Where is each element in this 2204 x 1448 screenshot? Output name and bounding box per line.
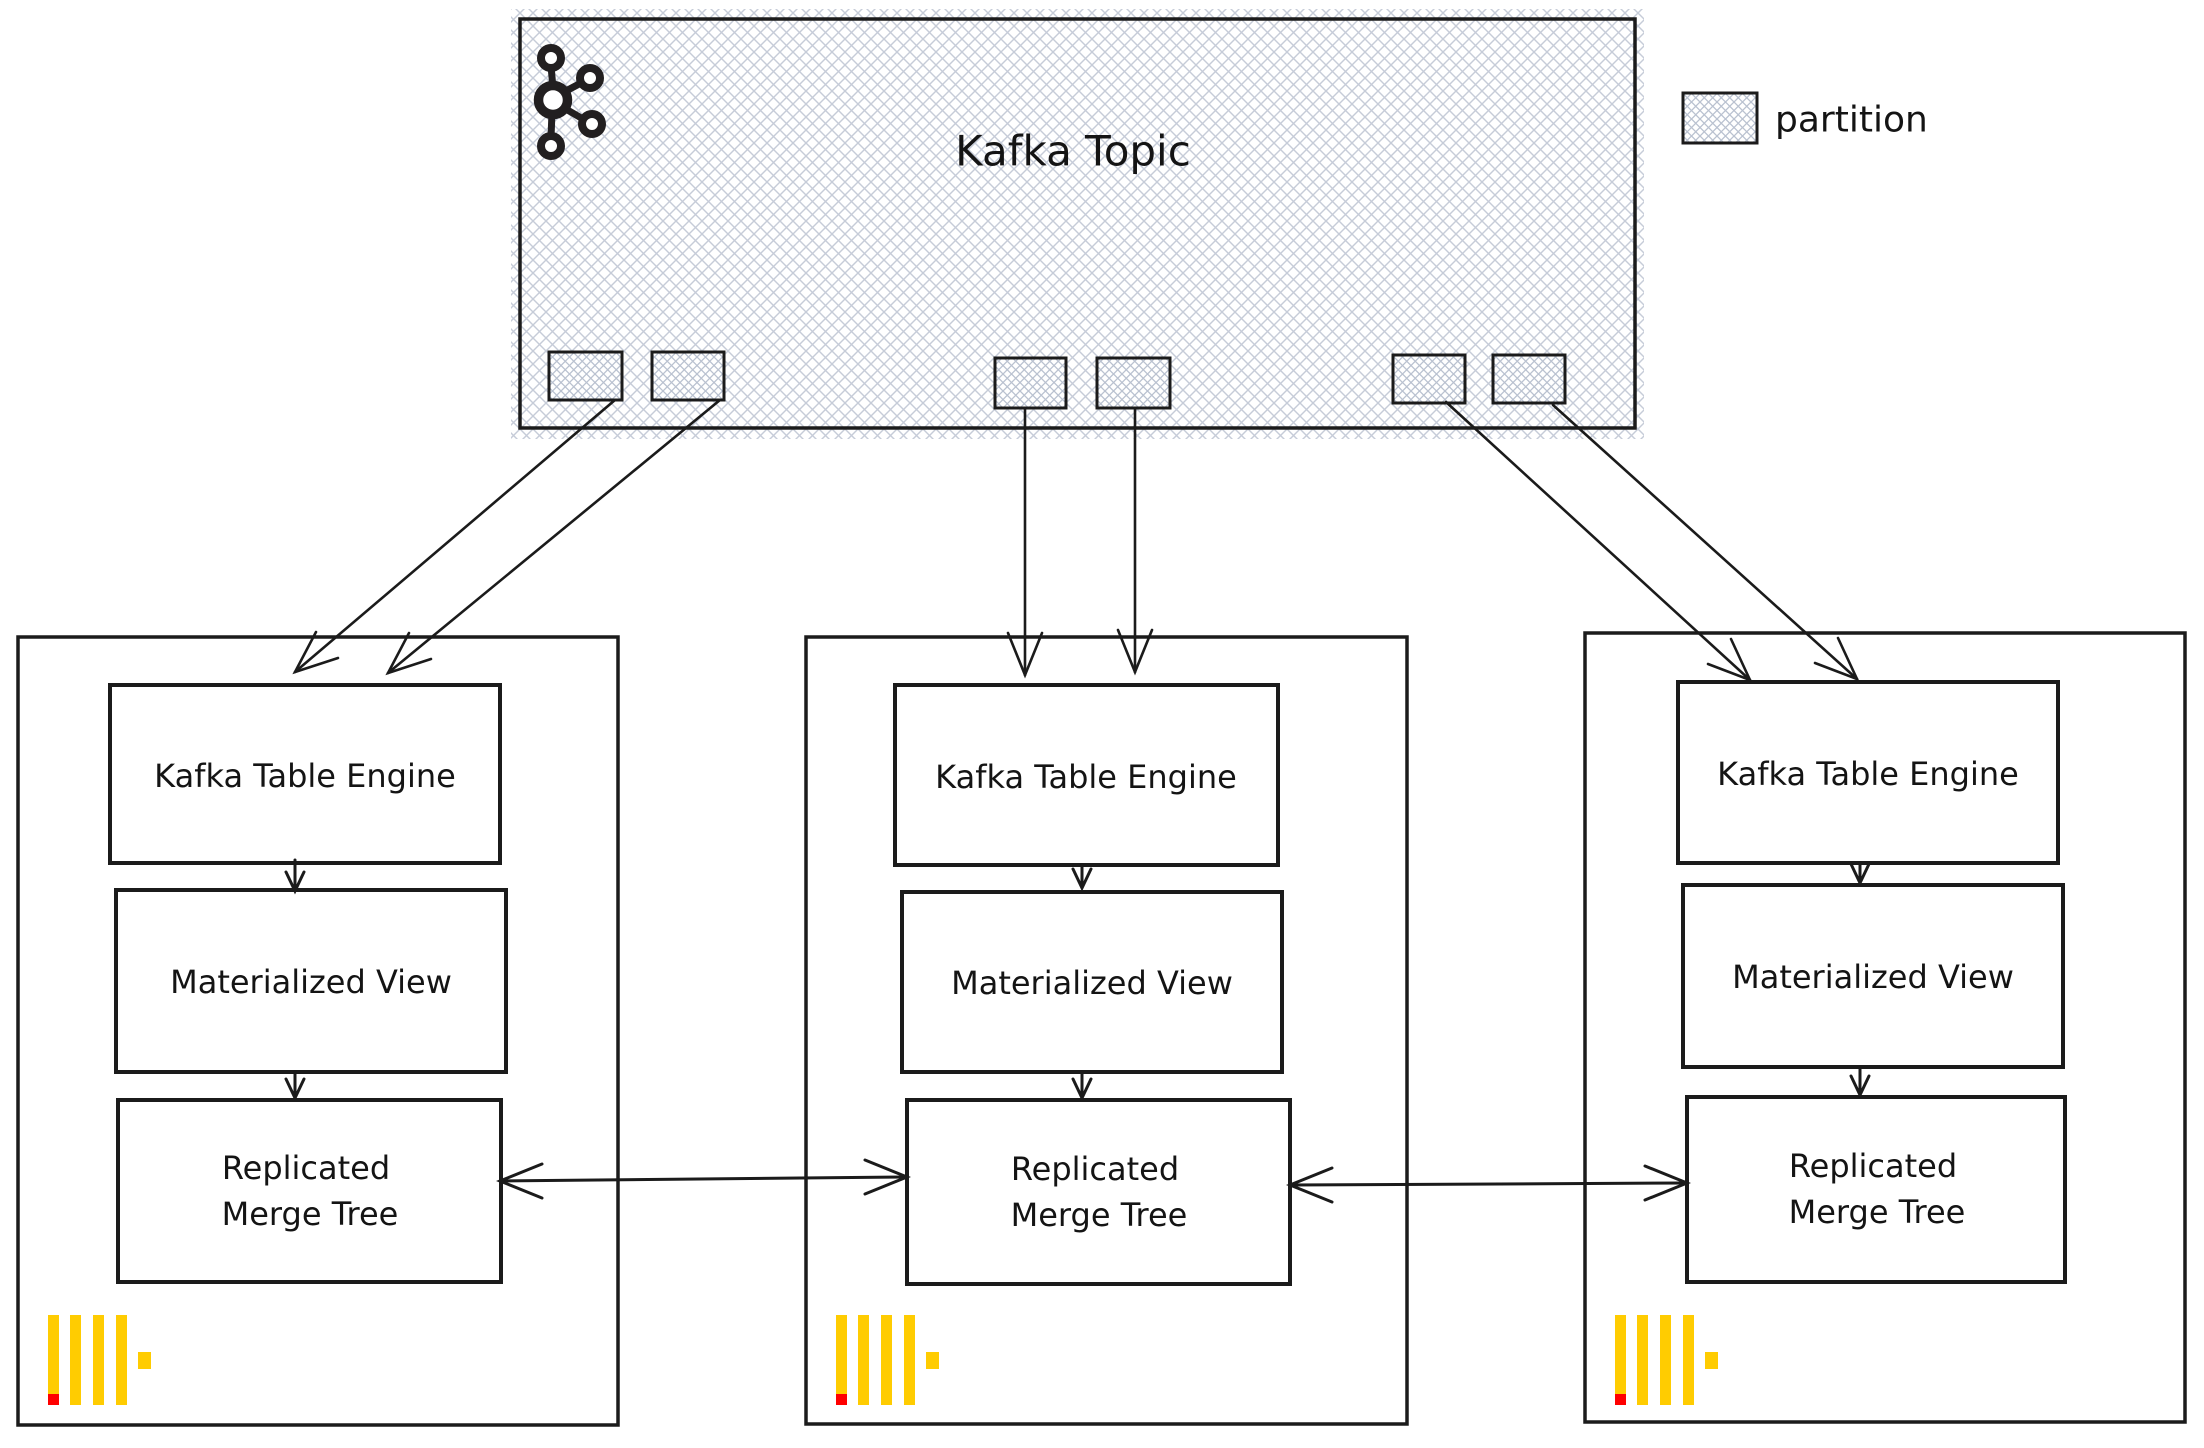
partition-box-5: [1391, 353, 1467, 405]
clickhouse-logo-3: [1615, 1315, 1718, 1405]
node-3-mv-to-rmt-arrow: [1849, 1065, 1871, 1099]
legend-partition-swatch: [1681, 91, 1759, 145]
partition-to-node1-arrow-2: [385, 398, 722, 676]
partition-box-4: [1095, 356, 1172, 410]
node-3-replicated-merge-tree-box: [1685, 1095, 2067, 1284]
partition-to-node2-arrow-2: [1116, 406, 1154, 676]
node-2-kafka-table-engine-box: [893, 683, 1280, 867]
node-1-replicated-merge-tree-box: [116, 1098, 503, 1284]
clickhouse-logo-1: [48, 1315, 151, 1405]
node-3-materialized-view-box: [1681, 883, 2065, 1069]
logo-red-mark: [836, 1394, 847, 1405]
node-3-kafka-table-engine-label: Kafka Table Engine: [1717, 755, 2019, 793]
node-2-materialized-view-box: [900, 890, 1284, 1074]
legend-label: partition: [1775, 100, 1928, 141]
logo-bar: [1683, 1315, 1694, 1405]
replication-arrow-node1-node2: [496, 1158, 911, 1200]
node-1-kafka-table-engine-label: Kafka Table Engine: [154, 757, 456, 795]
logo-bar: [48, 1315, 59, 1405]
logo-red-mark: [1615, 1394, 1626, 1405]
logo-mark: [138, 1352, 151, 1369]
node-2-replicated-merge-tree-label-line2: Merge Tree: [1011, 1196, 1188, 1234]
logo-bar: [904, 1315, 915, 1405]
logo-bar: [116, 1315, 127, 1405]
node-2-mv-to-rmt-arrow: [1071, 1070, 1093, 1102]
partition-box-2: [650, 350, 726, 402]
partition-box-1: [547, 350, 624, 402]
logo-bar: [881, 1315, 892, 1405]
kafka-topic-box: Kafka Topic: [511, 9, 1644, 439]
clickhouse-node-3: Kafka Table Engine Materialized View Rep…: [1583, 631, 2187, 1424]
node-2-replicated-merge-tree-box: [905, 1098, 1292, 1286]
logo-bar: [1637, 1315, 1648, 1405]
logo-bar: [70, 1315, 81, 1405]
clickhouse-node-1: Kafka Table Engine Materialized View Rep…: [16, 635, 620, 1427]
legend: partition: [1681, 91, 1928, 145]
node-1-mv-to-rmt-arrow: [284, 1070, 306, 1102]
kafka-topic-title: Kafka Topic: [955, 127, 1191, 176]
logo-bar: [858, 1315, 869, 1405]
node-3-replicated-merge-tree-label-line2: Merge Tree: [1789, 1193, 1966, 1231]
node-2-materialized-view-label: Materialized View: [951, 964, 1233, 1002]
node-2-kte-to-mv-arrow: [1071, 863, 1093, 892]
replication-arrow-node2-node3: [1286, 1164, 1691, 1204]
node-1-replicated-merge-tree-label-line1: Replicated: [222, 1149, 390, 1187]
logo-mark: [1705, 1352, 1718, 1369]
partition-to-node3-arrow-2: [1551, 403, 1860, 682]
node-3-materialized-view-label: Materialized View: [1732, 958, 2014, 996]
node-1-kte-to-mv-arrow: [284, 858, 306, 895]
kafka-topic-border: [518, 17, 1637, 430]
node-1-replicated-merge-tree-label-line2: Merge Tree: [222, 1195, 399, 1233]
kafka-partitions: [547, 350, 1567, 410]
node-3-replicated-merge-tree-label-line1: Replicated: [1789, 1147, 1957, 1185]
logo-mark: [926, 1352, 939, 1369]
node-1-materialized-view-label: Materialized View: [170, 963, 452, 1001]
node-1-materialized-view-box: [114, 888, 508, 1074]
partition-box-6: [1491, 353, 1567, 405]
partition-to-node2-arrow-1: [1006, 406, 1044, 679]
node-3-kte-to-mv-arrow: [1849, 861, 1871, 887]
partition-to-node3-arrow-1: [1444, 400, 1753, 683]
node-1-kafka-table-engine-box: [108, 683, 502, 865]
logo-bar: [93, 1315, 104, 1405]
logo-bar: [1660, 1315, 1671, 1405]
node-2-kafka-table-engine-label: Kafka Table Engine: [935, 758, 1237, 796]
clickhouse-logo-2: [836, 1315, 939, 1405]
logo-bar: [1615, 1315, 1626, 1405]
logo-red-mark: [48, 1394, 59, 1405]
clickhouse-node-2: Kafka Table Engine Materialized View Rep…: [804, 635, 1409, 1426]
kafka-logo-icon: [533, 44, 606, 160]
partition-to-node1-arrow-1: [292, 398, 617, 675]
node-2-replicated-merge-tree-label-line1: Replicated: [1011, 1150, 1179, 1188]
partition-box-3: [993, 356, 1068, 410]
logo-bar: [836, 1315, 847, 1405]
